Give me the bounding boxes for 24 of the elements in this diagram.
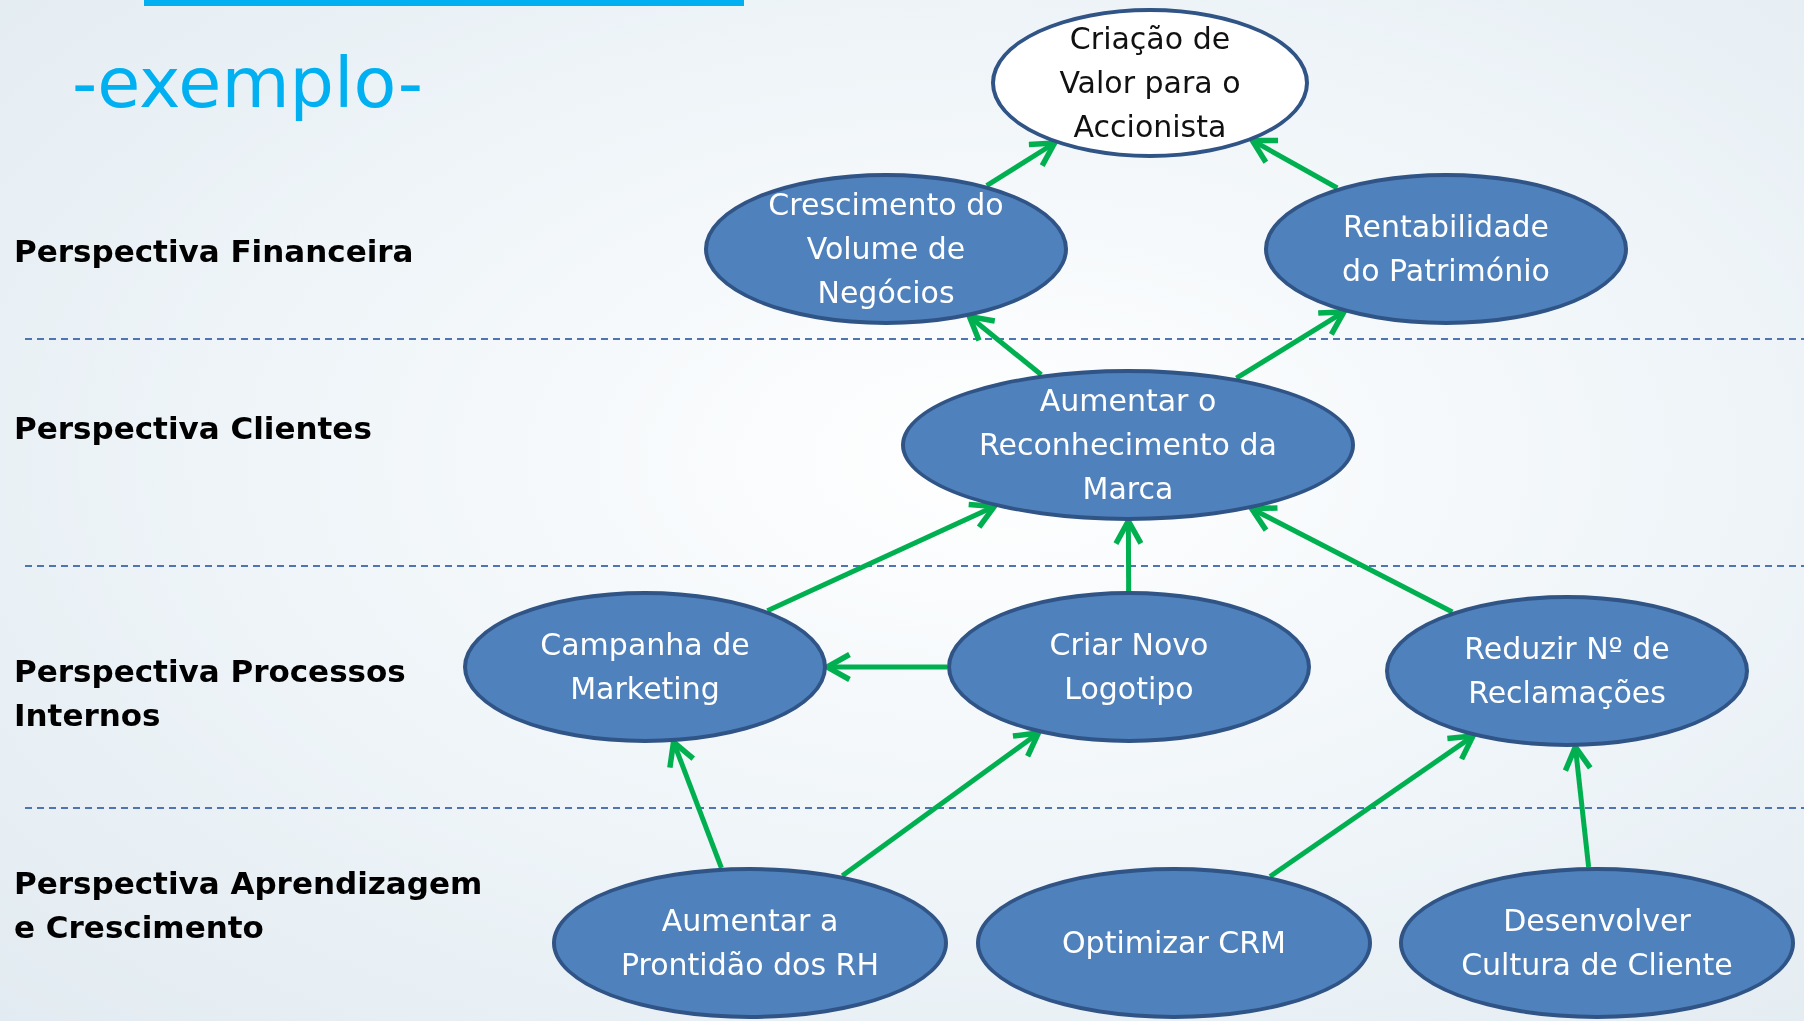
- arrow: [840, 730, 1042, 878]
- objective-text: Rentabilidade do Património: [1341, 208, 1551, 290]
- objective-text: Optimizar CRM: [1061, 924, 1287, 962]
- arrow: [1249, 137, 1339, 191]
- arrow: [985, 140, 1058, 188]
- perspective-label: Perspectiva Financeira: [14, 232, 415, 271]
- arrow: [1249, 505, 1454, 615]
- objective-text: Aumentar o Reconhecimento da Marca: [978, 382, 1278, 508]
- objective-text: Criar Novo Logotipo: [1048, 626, 1210, 708]
- objective-text: Desenvolver Cultura de Cliente: [1460, 902, 1734, 984]
- objective-text: Crescimento do Volume de Negócios: [767, 186, 1005, 312]
- arrow: [1268, 733, 1476, 879]
- arrow: [1562, 744, 1593, 868]
- arrow: [766, 501, 998, 614]
- objective-text: Reduzir Nº de Reclamações: [1463, 630, 1671, 712]
- arrow: [1235, 309, 1347, 381]
- objective-text: Criação de Valor para o Accionista: [1058, 20, 1242, 146]
- objective-text: Campanha de Marketing: [539, 626, 751, 708]
- perspective-label: Perspectiva Processos Internos: [14, 652, 407, 735]
- perspective-label: Perspectiva Aprendizagem e Crescimento: [14, 864, 484, 947]
- perspective-label: Perspectiva Clientes: [14, 409, 373, 448]
- slide-title: -exemplo-: [72, 41, 423, 126]
- arrow: [1113, 518, 1144, 591]
- objective-text: Aumentar a Prontidão dos RH: [620, 902, 880, 984]
